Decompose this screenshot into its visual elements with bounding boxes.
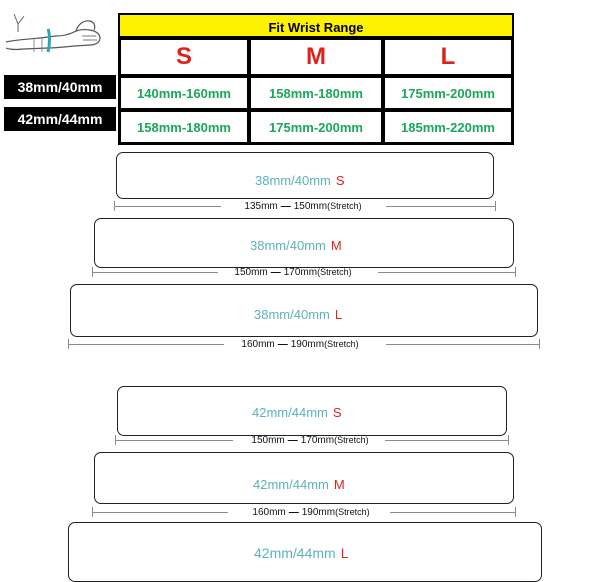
- band-label: 42mm/44mm S: [252, 405, 342, 420]
- band-label: 42mm/44mm M: [253, 477, 345, 492]
- band-model: 42mm/44mm: [253, 477, 329, 492]
- length-measure: 135mm—150mm(Stretch): [114, 200, 496, 212]
- band-42-44-s: [117, 386, 507, 436]
- range-cell: 175mm-200mm: [385, 78, 511, 108]
- band-size: L: [334, 307, 343, 322]
- length-text: 150mm—170mm(Stretch): [234, 267, 352, 278]
- band-model: 42mm/44mm: [254, 545, 336, 561]
- band-model: 38mm/40mm: [254, 307, 330, 322]
- length-text: 150mm—170mm(Stretch): [251, 435, 369, 446]
- band-size: M: [330, 238, 342, 253]
- length-text: 160mm—190mm(Stretch): [252, 507, 370, 518]
- range-cell: 158mm-180mm: [121, 112, 247, 142]
- row-label-38-40: 38mm/40mm: [4, 75, 116, 99]
- band-42-44-m: [94, 452, 514, 504]
- length-text: 160mm—190mm(Stretch): [241, 339, 359, 350]
- range-cell: 175mm-200mm: [251, 112, 381, 142]
- range-cell: 158mm-180mm: [251, 78, 381, 108]
- table-grid: S M L 140mm-160mm 158mm-180mm 175mm-200m…: [118, 38, 514, 145]
- band-size: S: [335, 173, 345, 188]
- fit-wrist-range-table: Fit Wrist Range S M L 140mm-160mm 158mm-…: [118, 13, 514, 145]
- size-header-l: L: [385, 40, 511, 74]
- range-cell: 140mm-160mm: [121, 78, 247, 108]
- band-model: 38mm/40mm: [250, 238, 326, 253]
- band-size: M: [333, 477, 345, 492]
- length-measure: 150mm—170mm(Stretch): [115, 434, 509, 446]
- band-size: S: [332, 405, 342, 420]
- size-header-m: M: [251, 40, 381, 74]
- length-measure: 150mm—170mm(Stretch): [92, 266, 516, 278]
- wrist-measure-icon: [5, 13, 101, 53]
- band-model: 42mm/44mm: [252, 405, 328, 420]
- band-size: L: [340, 545, 349, 561]
- length-measure: 160mm—190mm(Stretch): [68, 338, 540, 350]
- band-model: 38mm/40mm: [255, 173, 331, 188]
- band-42-44-l: [68, 522, 542, 582]
- band-38-40-l: [70, 284, 538, 337]
- length-measure: 160mm—190mm(Stretch): [92, 506, 516, 518]
- length-text: 135mm—150mm(Stretch): [244, 201, 362, 212]
- table-title: Fit Wrist Range: [118, 13, 514, 38]
- band-label: 38mm/40mm S: [255, 173, 345, 188]
- size-header-s: S: [121, 40, 247, 74]
- row-label-42-44: 42mm/44mm: [4, 107, 116, 131]
- band-label: 38mm/40mm L: [254, 307, 342, 322]
- band-38-40-m: [94, 218, 514, 268]
- range-cell: 185mm-220mm: [385, 112, 511, 142]
- band-label: 38mm/40mm M: [250, 238, 342, 253]
- band-38-40-s: [116, 152, 494, 199]
